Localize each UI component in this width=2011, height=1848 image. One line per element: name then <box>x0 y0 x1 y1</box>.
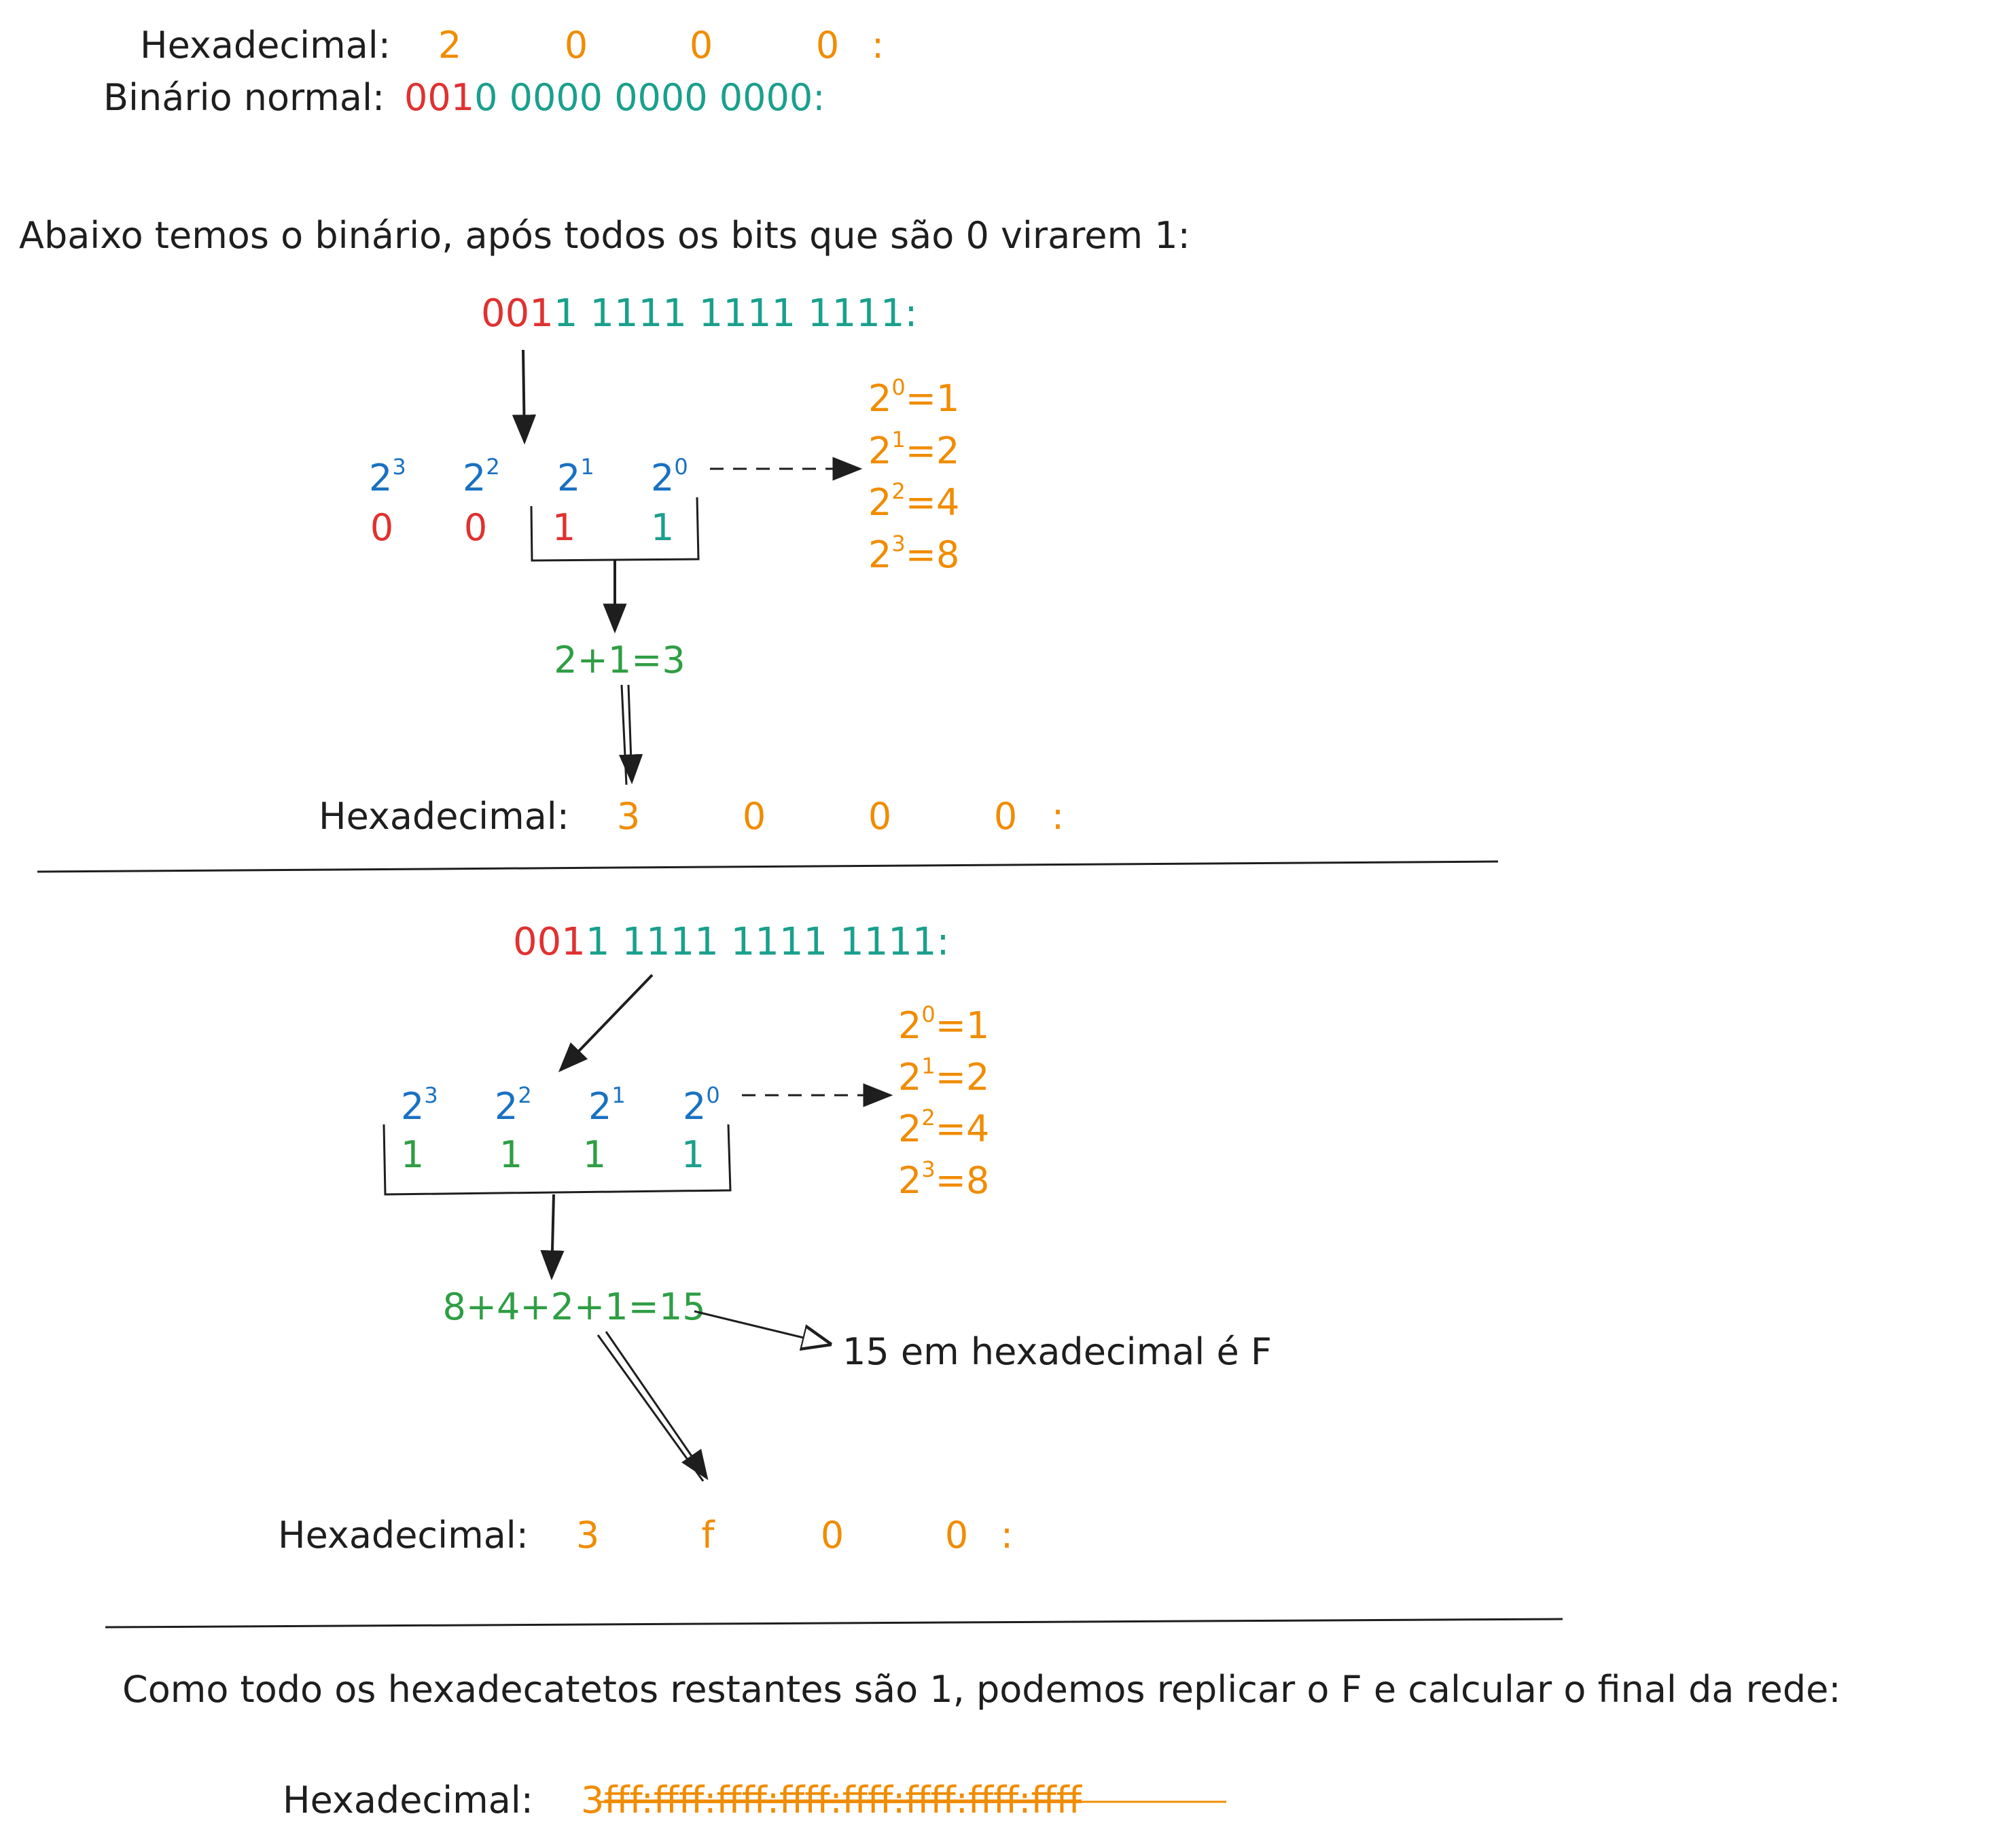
s1-power-0: 20 <box>651 454 688 499</box>
s1-binary-red: 001 <box>481 291 554 336</box>
s1-bracket <box>530 497 700 562</box>
intro-text: Abaixo temos o binário, após todos os bi… <box>19 214 1190 257</box>
s1-bit-2: 0 <box>464 506 487 549</box>
top-binary-teal: 0 0000 0000 0000: <box>474 76 825 119</box>
s2-hex-digit-2: f <box>701 1514 715 1557</box>
s1-hex-label: Hexadecimal: <box>319 795 569 838</box>
conclusion-hex-rest: fff:ffff:ffff:ffff:ffff:ffff:ffff:ffff <box>604 1779 1082 1822</box>
s1-table-row-0: 20=1 <box>868 374 959 420</box>
conclusion-hex-label: Hexadecimal: <box>283 1779 533 1822</box>
top-hex-digit-1: 2 <box>438 24 461 67</box>
s1-power-2: 22 <box>463 454 500 499</box>
s2-table-row-0: 20=1 <box>898 1001 989 1047</box>
s2-hex-colon: : <box>1001 1514 1013 1557</box>
s2-bit-4: 1 <box>681 1133 705 1176</box>
s2-power-3: 23 <box>401 1082 438 1128</box>
s2-table-row-3: 23=8 <box>898 1156 989 1202</box>
s1-hex-colon: : <box>1052 795 1064 838</box>
conclusion-hex-first: 3 <box>581 1779 604 1822</box>
s2-hex-digit-1: 3 <box>576 1514 599 1557</box>
s2-arrow-to-sum <box>540 1194 565 1281</box>
top-hex-digit-3: 0 <box>690 24 713 67</box>
s1-bit-1: 0 <box>370 506 393 549</box>
s1-bit-4: 1 <box>651 506 674 549</box>
s1-arrow-down <box>512 349 537 445</box>
conclusion-text: Como todo os hexadecatetos restantes são… <box>122 1668 1841 1711</box>
top-binary-value: 0010 0000 0000 0000: <box>404 76 825 119</box>
s1-hex-digit-3: 0 <box>868 795 891 838</box>
s2-binary-red: 001 <box>513 920 586 964</box>
s2-double-arrow-a <box>597 1334 705 1482</box>
s1-hex-digit-1: 3 <box>617 795 640 838</box>
s2-table-row-2: 22=4 <box>898 1105 989 1150</box>
s2-hex-digit-4: 0 <box>945 1514 968 1557</box>
s2-binary: 0011 1111 1111 1111: <box>513 920 949 964</box>
s2-arrow-to-note <box>694 1310 829 1344</box>
s1-table-row-1: 21=2 <box>868 427 959 472</box>
s1-binary-teal: 1 1111 1111 1111: <box>554 291 917 336</box>
conclusion-hex-value: 3fff:ffff:ffff:ffff:ffff:ffff:ffff:ffff <box>581 1779 1083 1822</box>
s2-bit-3: 1 <box>583 1133 606 1176</box>
s1-power-3: 23 <box>369 454 406 499</box>
s2-power-1: 21 <box>588 1082 626 1128</box>
s1-double-arrow-b <box>619 684 643 785</box>
s2-double-arrow-b <box>605 1331 709 1480</box>
s1-binary: 0011 1111 1111 1111: <box>481 291 917 336</box>
s1-hex-digit-4: 0 <box>994 795 1017 838</box>
s1-sum: 2+1=3 <box>554 639 686 681</box>
s1-power-1: 21 <box>557 454 594 499</box>
s2-note: 15 em hexadecimal é F <box>842 1330 1272 1373</box>
s2-sum: 8+4+2+1=15 <box>442 1285 705 1328</box>
s2-power-0: 20 <box>683 1082 720 1128</box>
s1-bit-3: 1 <box>552 506 575 549</box>
s1-double-arrow-a <box>620 684 628 785</box>
s2-bit-1: 1 <box>401 1133 424 1176</box>
divider-2 <box>105 1618 1563 1629</box>
s2-hex-label: Hexadecimal: <box>278 1514 529 1557</box>
s2-hex-digit-3: 0 <box>821 1514 844 1557</box>
divider-1 <box>37 860 1499 873</box>
top-binary-red: 001 <box>404 76 474 119</box>
top-hex-colon: : <box>872 24 884 67</box>
s1-table-row-2: 22=4 <box>868 478 959 524</box>
top-hex-digit-2: 0 <box>565 24 588 67</box>
top-binary-label: Binário normal: <box>103 76 385 119</box>
top-hex-label: Hexadecimal: <box>140 24 391 67</box>
s2-bracket <box>382 1124 732 1196</box>
s1-table-row-3: 23=8 <box>868 531 959 576</box>
s2-arrow-diagonal <box>558 974 654 1073</box>
s2-table-row-1: 21=2 <box>898 1053 989 1099</box>
s2-power-2: 22 <box>495 1082 532 1128</box>
s2-binary-teal: 1 1111 1111 1111: <box>586 920 949 964</box>
s1-hex-digit-2: 0 <box>743 795 766 838</box>
s2-bit-2: 1 <box>499 1133 522 1176</box>
top-hex-digit-4: 0 <box>816 24 839 67</box>
